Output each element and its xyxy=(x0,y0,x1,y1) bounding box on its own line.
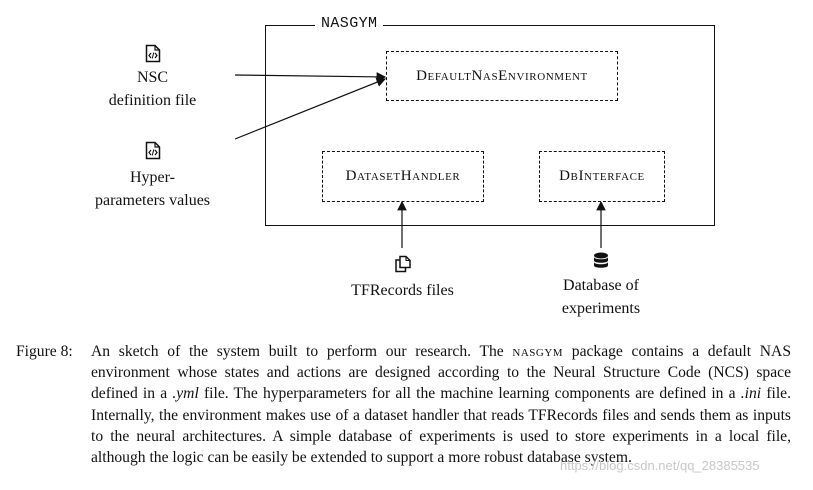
code-file-icon xyxy=(145,44,161,63)
code-file-icon xyxy=(145,141,161,160)
caption-label: Figure 8: xyxy=(16,343,73,360)
database-label: Database of experiments xyxy=(561,277,641,317)
dataset-handler-label: DatasetHandler xyxy=(345,168,461,184)
caption-fragment: An sketch of the system built to perform… xyxy=(91,343,513,360)
default-nas-environment-label: DefaultNasEnvironment xyxy=(416,67,588,84)
files-copy-icon xyxy=(394,255,412,273)
caption-fragment: package contains a default NAS environme… xyxy=(91,343,791,403)
nasgym-package-box xyxy=(265,25,715,226)
db-interface-box: DbInterface xyxy=(539,151,665,202)
nsc-file-label: NSC definition file xyxy=(108,69,197,109)
caption-fragment: file. The hyperparameters for all the ma… xyxy=(198,385,741,403)
arrow-hyper-to-env xyxy=(234,77,387,140)
default-nas-environment-box: DefaultNasEnvironment xyxy=(386,51,618,101)
caption-fragment: nasgym xyxy=(512,343,564,360)
caption-text: An sketch of the system built to perform… xyxy=(91,341,791,468)
package-title: NASGYM xyxy=(315,15,384,32)
caption-fragment: .yml xyxy=(172,385,199,403)
dataset-handler-box: DatasetHandler xyxy=(322,151,484,202)
caption-fragment: .ini xyxy=(740,385,762,403)
database-icon xyxy=(593,252,609,272)
tfrecords-label: TFRecords files xyxy=(351,282,454,299)
arrow-nsc-to-env xyxy=(234,72,387,82)
caption-fragment: file. Internally, the environment makes … xyxy=(91,385,791,467)
hyperparameters-label: Hyper- parameters values xyxy=(94,169,211,209)
db-interface-label: DbInterface xyxy=(559,168,645,184)
watermark: https://blog.csdn.net/qq_28385535 xyxy=(560,458,760,473)
